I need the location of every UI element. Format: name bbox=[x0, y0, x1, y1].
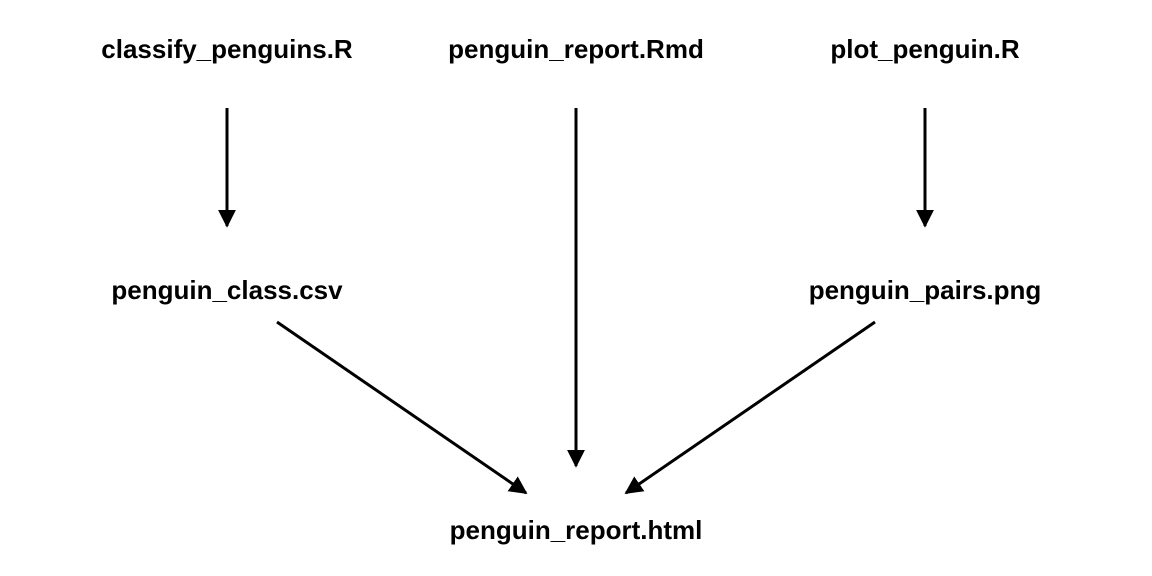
node-penguin-class-csv: penguin_class.csv bbox=[111, 275, 343, 305]
node-classify-penguins-r: classify_penguins.R bbox=[101, 34, 353, 64]
edge-class-csv-to-report-html bbox=[276, 320, 528, 495]
nodes: classify_penguins.R penguin_report.Rmd p… bbox=[101, 34, 1041, 545]
node-plot-penguin-r: plot_penguin.R bbox=[830, 34, 1019, 64]
node-penguin-pairs-png: penguin_pairs.png bbox=[809, 275, 1042, 305]
edge-pairs-png-to-report-html bbox=[624, 320, 876, 495]
node-penguin-report-rmd: penguin_report.Rmd bbox=[448, 34, 704, 64]
edges bbox=[218, 108, 934, 495]
node-penguin-report-html: penguin_report.html bbox=[450, 515, 703, 545]
